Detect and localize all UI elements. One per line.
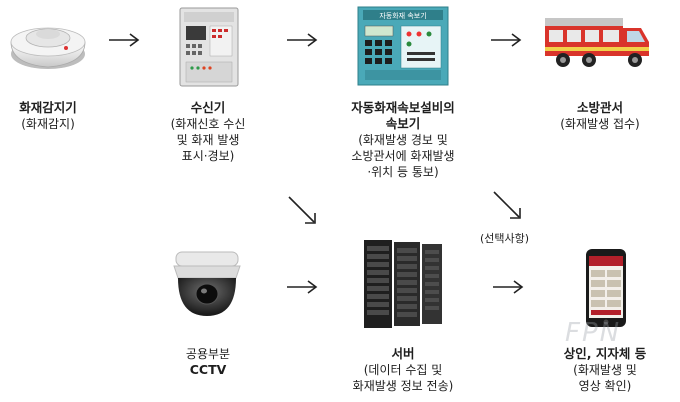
label-detector-sub: (화재감지) [21, 117, 75, 131]
label-receiver-sub-3: 표시·경보) [181, 149, 235, 163]
label-server-title: 서버 [391, 346, 415, 361]
arrow-receiver-to-server [288, 196, 316, 224]
smartphone-icon [585, 248, 627, 328]
label-auto-report: 자동화재속보설비의 속보기 (화재발생 경보 및 소방관서에 화재발생 ·위치 … [328, 100, 478, 180]
label-server-sub-2: 화재발생 정보 전송) [352, 379, 454, 393]
label-detector-title: 화재감지기 [19, 100, 77, 115]
label-fire-station: 소방관서 (화재발생 접수) [540, 100, 660, 132]
panel-title: 자동화재 속보기 [379, 11, 426, 20]
label-cctv-title: 공용부분 [185, 347, 231, 361]
label-cctv-title2: CCTV [189, 362, 227, 377]
server-rack-icon [360, 238, 444, 330]
watermark-logo: FPN [565, 318, 622, 348]
label-auto-report-sub-2: 소방관서에 화재발생 [351, 149, 455, 163]
label-cctv: 공용부분 CCTV [160, 346, 256, 378]
label-detector: 화재감지기 (화재감지) [0, 100, 96, 132]
label-auto-report-title-2: 속보기 [385, 116, 421, 131]
arrow-server-to-merchants [493, 280, 524, 294]
arrow-detector-to-receiver [109, 33, 140, 47]
label-receiver: 수신기 (화재신호 수신 및 화재 발생 표시·경보) [150, 100, 266, 164]
auto-alarm-panel-icon: 자동화재 속보기 [357, 6, 449, 86]
arrow-receiver-to-auto-report [287, 33, 318, 47]
smoke-detector-icon [8, 12, 88, 74]
label-merchants-sub-1: (화재발생 및 [573, 363, 637, 377]
arrow-auto-report-to-fire-station [491, 33, 522, 47]
optional-note: (선택사항) [480, 232, 530, 245]
fire-truck-icon [541, 14, 653, 70]
label-merchants: 상인, 지자체 등 (화재발생 및 영상 확인) [540, 346, 670, 394]
label-merchants-sub-2: 영상 확인) [578, 379, 632, 393]
arrow-auto-report-to-merchants [493, 191, 521, 219]
label-fire-station-title: 소방관서 [576, 100, 623, 115]
label-merchants-title: 상인, 지자체 등 [563, 346, 647, 361]
fire-receiver-panel-icon [178, 6, 240, 88]
label-auto-report-sub-1: (화재발생 경보 및 [358, 133, 448, 147]
cctv-dome-icon [168, 248, 246, 320]
label-auto-report-title-1: 자동화재속보설비의 [351, 100, 455, 115]
label-auto-report-sub-3: ·위치 등 통보) [367, 165, 439, 179]
label-receiver-sub-2: 및 화재 발생 [176, 133, 240, 147]
label-receiver-title: 수신기 [190, 100, 226, 115]
label-server: 서버 (데이터 수집 및 화재발생 정보 전송) [328, 346, 478, 394]
arrow-cctv-to-server [287, 280, 318, 294]
label-server-sub-1: (데이터 수집 및 [363, 363, 443, 377]
label-fire-station-sub: (화재발생 접수) [560, 117, 640, 131]
label-receiver-sub-1: (화재신호 수신 [170, 117, 246, 131]
